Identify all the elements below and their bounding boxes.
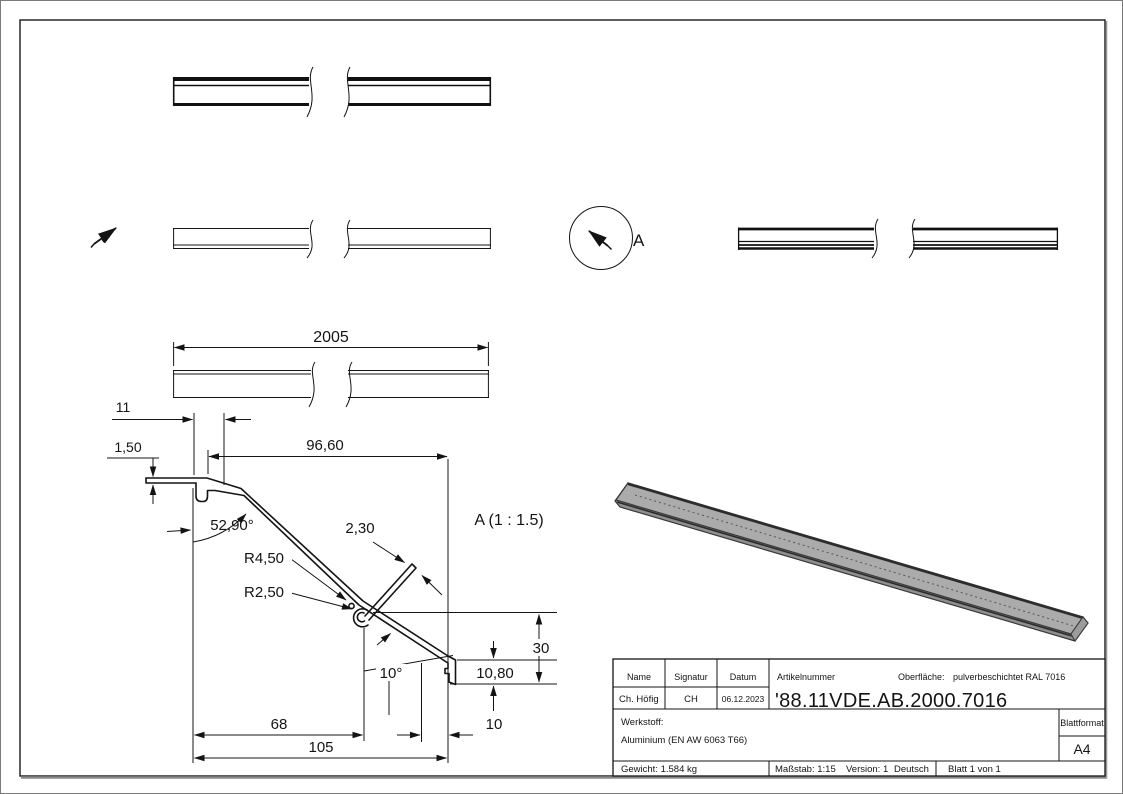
break-line [908,218,916,259]
tb-version: Version: 1 [846,764,888,775]
dim-curl-offset: 68 [271,716,288,733]
break-line [871,218,879,259]
detail-callout-circle: A [569,206,645,270]
dim-strip-thickness: 1,50 [114,439,141,455]
tb-header-name: Name [627,672,651,682]
side-section-glyph [90,227,117,248]
tb-weight: Gewicht: 1.584 kg [621,764,697,775]
break-line [308,361,316,408]
tb-scale: Maßstab: 1:15 [775,764,836,775]
tb-header-article: Artikelnummer [777,672,835,682]
dim-total-width: 105 [308,739,333,756]
break-line [343,66,351,118]
tb-language: Deutsch [894,764,929,775]
title-block: Name Signatur Datum Artikelnummer Oberfl… [612,658,1106,777]
break-line [343,219,351,259]
tb-sheet-number: Blatt 1 von 1 [948,764,1001,775]
detail-callout-label: A [633,231,645,250]
length-view: 2005 [173,329,489,408]
dim-outer-radius: R4,50 [244,550,284,567]
dim-overall-length: 2005 [313,329,349,346]
dim-tip-height: 10,80 [476,665,514,682]
tb-surface-value: pulverbeschichtet RAL 7016 [953,672,1065,682]
break-line [345,361,353,408]
tb-article-number: '88.11VDE.AB.2000.7016 [775,690,1007,712]
detail-view-a: 11 1,50 96,60 52,90° 2,30 R4,50 [107,399,557,763]
detail-view-title: A (1 : 1.5) [474,512,543,529]
sheet-frame [19,19,1108,779]
tb-value-signature: CH [684,694,698,705]
dim-tip-offset: 10 [486,716,503,733]
tb-sheet-format-value: A4 [1073,741,1090,757]
right-view [737,218,1059,259]
tb-value-name: Ch. Höfig [619,694,659,705]
tb-material-label: Werkstoff: [621,717,663,728]
profile-outline [145,477,457,686]
dim-slope-angle: 52,90° [210,517,254,534]
dim-hook-width: 11 [116,399,131,415]
dim-right-height: 30 [533,640,550,657]
dim-inner-radius: R2,50 [244,584,284,601]
tb-surface-label: Oberfläche: [898,672,945,682]
break-line [306,219,314,259]
tb-material-value: Aluminium (EN AW 6063 T66) [621,735,747,746]
dim-flange-thickness: 2,30 [345,520,374,537]
tb-value-date: 06.12.2023 [722,694,765,704]
dim-slope-width: 96,60 [306,437,344,454]
dim-tip-angle: 10° [380,665,403,682]
detail-dimensions: 11 1,50 96,60 52,90° 2,30 R4,50 [107,399,557,763]
tb-header-date: Datum [730,672,757,682]
break-line [306,66,314,118]
isometric-view [614,482,1089,642]
top-view [172,66,492,118]
tb-sheet-format-label: Blattformat [1060,718,1104,728]
tb-header-signature: Signatur [674,672,708,682]
front-view [173,219,491,259]
